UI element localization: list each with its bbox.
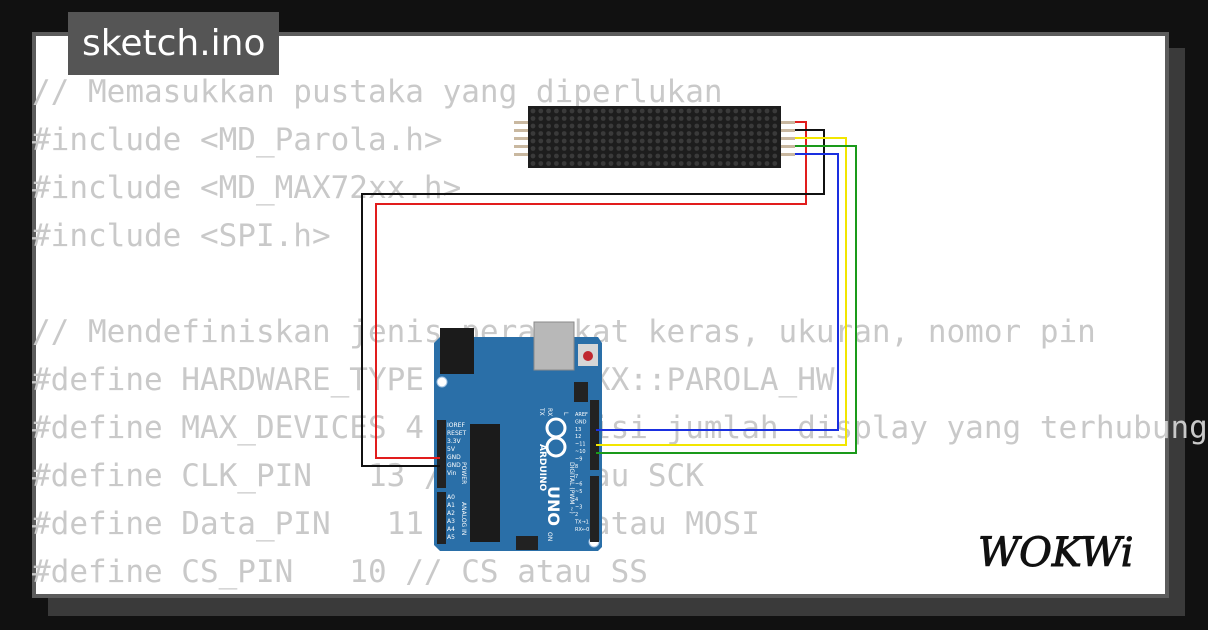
code-line: #include <SPI.h> [32,218,331,254]
svg-text:WOKWi: WOKWi [978,530,1134,576]
code-line: #include <MD_MAX72xx.h> [32,170,462,206]
code-line: #define CLK_PIN 13 // CLK atau SCK [32,458,704,494]
code-line: // Memasukkan pustaka yang diperlukan [32,74,723,110]
code-line [32,260,1097,308]
code-editor: // Memasukkan pustaka yang diperlukan #in… [32,68,1208,596]
code-line: #define Data_PIN 11 // Data atau MOSI [32,506,760,542]
file-tab-title[interactable]: sketch.ino [68,12,280,75]
code-line: #define MAX_DEVICES 4 // Definisi jumlah… [32,410,1208,446]
code-line: #define CS_PIN 10 // CS atau SS [32,554,648,590]
wokwi-logo: WOKWi [978,530,1135,577]
code-line: #include <MD_Parola.h> [32,122,443,158]
code-line: // Mendefiniskan jenis perangkat keras, … [32,314,1096,350]
code-line: #define HARDWARE_TYPE MD_MAX72XX::PAROLA… [32,362,835,398]
